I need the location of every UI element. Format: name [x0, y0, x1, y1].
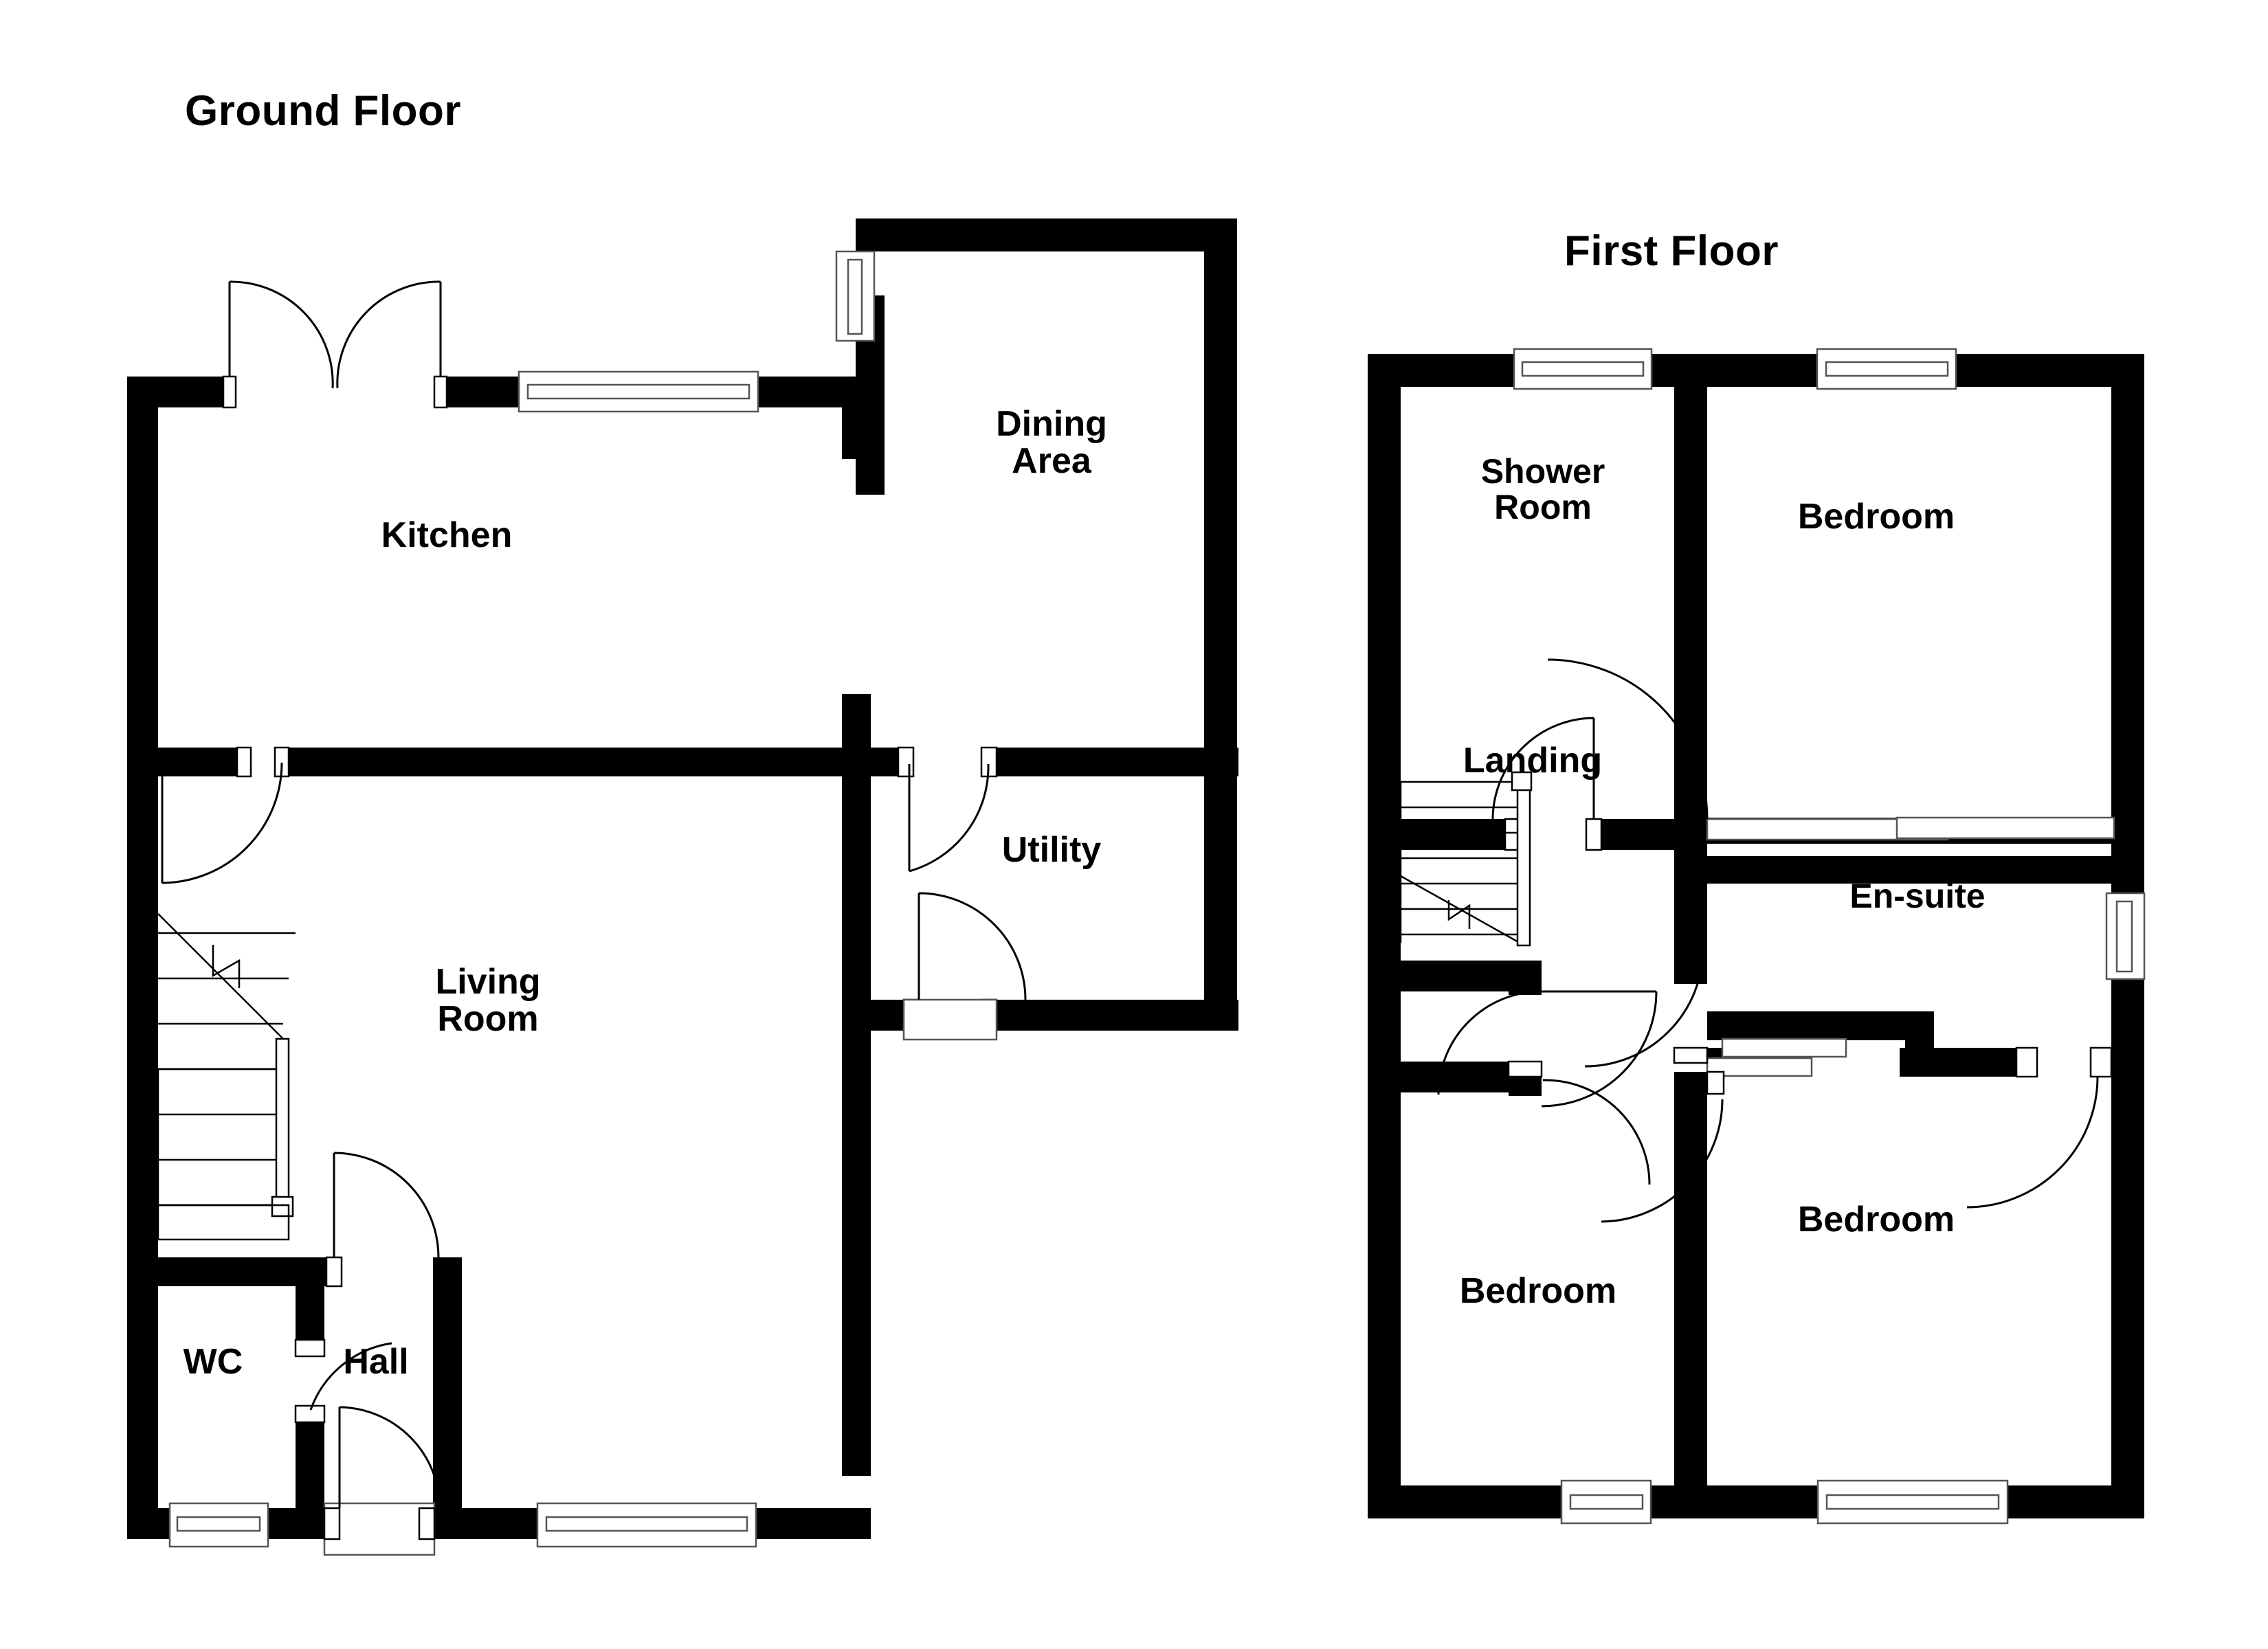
room-label-dining-area-line1: Dining [996, 404, 1107, 444]
floor-title-first: First Floor [1564, 227, 1779, 275]
window-bedroom-front-left [1560, 1479, 1652, 1525]
wardrobe-ensuite [1706, 1037, 1847, 1077]
window-bedroom-front-right [1816, 1479, 2009, 1525]
door-living-hall [325, 1152, 440, 1288]
window-kitchen-rear [518, 370, 759, 413]
door-dining-utility [897, 746, 998, 873]
room-label-living-room-line1: Living [435, 962, 541, 1002]
window-shower-room [1513, 348, 1653, 390]
room-label-dining-area-line2: Area [1012, 441, 1091, 482]
first-floor-windows [1513, 348, 2146, 1525]
room-label-hall: Hall [343, 1342, 409, 1382]
window-living-front [536, 1502, 757, 1548]
room-label-shower-room: Shower Room [1412, 453, 1674, 525]
room-label-kitchen: Kitchen [381, 515, 513, 555]
staircase-first [1399, 771, 1533, 947]
room-label-living-room-line2: Room [437, 999, 539, 1040]
ground-floor-doors [161, 280, 1027, 1556]
room-label-wc: WC [183, 1342, 243, 1382]
door-bedroom-front-left [1437, 990, 1543, 1095]
door-ensuite [1966, 1046, 2113, 1209]
window-dining-side [835, 250, 876, 342]
first-floor-group [1368, 348, 2146, 1525]
door-kitchen-living [161, 746, 290, 884]
room-label-bedroom-rear: Bedroom [1797, 497, 1955, 537]
room-label-living-room: Living Room [385, 963, 591, 1037]
door-utility-rear [902, 892, 1027, 1041]
ground-floor-group [127, 218, 1238, 1556]
staircase-ground [157, 913, 296, 1241]
room-label-ensuite: En-suite [1849, 877, 1986, 915]
room-label-bedroom-front-right: Bedroom [1797, 1200, 1955, 1239]
door-front-entrance [323, 1406, 441, 1556]
room-label-dining-area: Dining Area [942, 405, 1161, 480]
door-kitchen-french-doors [222, 280, 448, 409]
door-bedroom-front-right [1584, 947, 1709, 1068]
wardrobe-rear-bedroom [1706, 816, 2115, 841]
door-wc [294, 1338, 392, 1424]
ground-floor-windows [168, 250, 876, 1548]
door-bedroom-rear [1547, 658, 1709, 820]
door-shower-room [1491, 717, 1603, 851]
window-wc-front [168, 1502, 269, 1548]
window-bedroom-rear [1816, 348, 1957, 390]
room-label-utility: Utility [1001, 830, 1102, 870]
room-label-shower-room-line2: Room [1494, 488, 1592, 526]
floor-title-ground: Ground Floor [184, 87, 462, 135]
room-label-landing: Landing [1463, 741, 1603, 781]
room-label-shower-room-line1: Shower [1480, 452, 1605, 491]
first-floor-doors [1437, 658, 2113, 1223]
window-ensuite-side [2105, 892, 2146, 980]
door-landing-bedroom-left [1541, 990, 1658, 1108]
door-ensuite-internal [1601, 1070, 1725, 1223]
door-bedroom-front-left-inner [1542, 1079, 1651, 1185]
room-label-bedroom-front-left: Bedroom [1459, 1271, 1617, 1311]
